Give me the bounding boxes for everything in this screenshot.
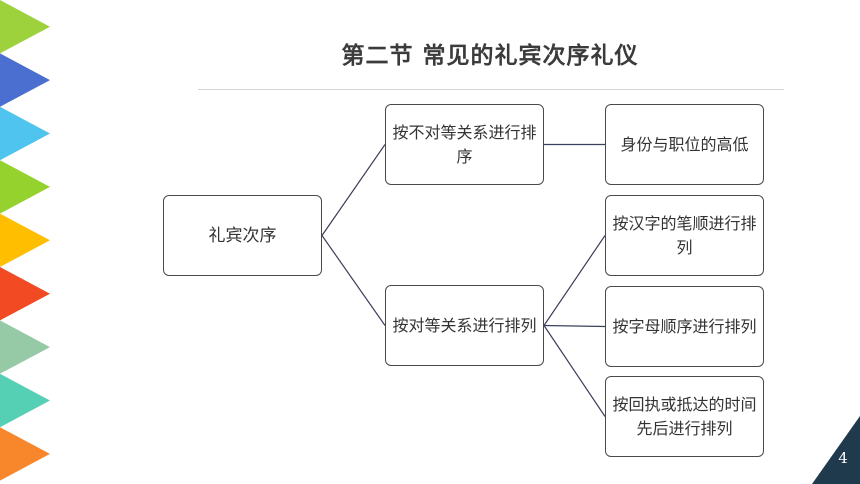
connector-equal-to-arrival-time xyxy=(543,325,606,417)
connector-root-to-non-equal xyxy=(321,144,386,236)
decorative-triangle xyxy=(0,427,50,481)
decorative-triangle xyxy=(0,106,50,161)
decorative-triangle xyxy=(0,267,50,321)
leaf-node-stroke-order: 按汉字的笔顺进行排列 xyxy=(605,195,764,276)
connector-equal-to-stroke-order xyxy=(543,235,606,326)
connector-root-to-equal xyxy=(321,235,386,326)
decorative-triangle xyxy=(0,0,50,54)
leaf-node-arrival-time: 按回执或抵达的时间先后进行排列 xyxy=(605,376,764,457)
page-number: 4 xyxy=(838,449,848,467)
leaf-node-rank: 身份与职位的高低 xyxy=(605,104,764,185)
decorative-triangle xyxy=(0,53,50,107)
slide-title: 第二节 常见的礼宾次序礼仪 xyxy=(341,43,639,69)
leaf-node-alphabetical: 按字母顺序进行排列 xyxy=(605,286,764,367)
decorative-triangle xyxy=(0,373,50,428)
branch-node-non-equal: 按不对等关系进行排序 xyxy=(385,104,544,185)
root-node-etiquette-order: 礼宾次序 xyxy=(163,195,322,276)
decorative-triangle xyxy=(0,160,50,214)
title-divider xyxy=(198,89,784,90)
decorative-triangle xyxy=(0,213,50,267)
connector-equal-to-alphabetical xyxy=(543,324,606,328)
branch-node-equal: 按对等关系进行排列 xyxy=(385,285,544,366)
decorative-triangle xyxy=(0,320,50,374)
corner-badge xyxy=(812,416,860,484)
